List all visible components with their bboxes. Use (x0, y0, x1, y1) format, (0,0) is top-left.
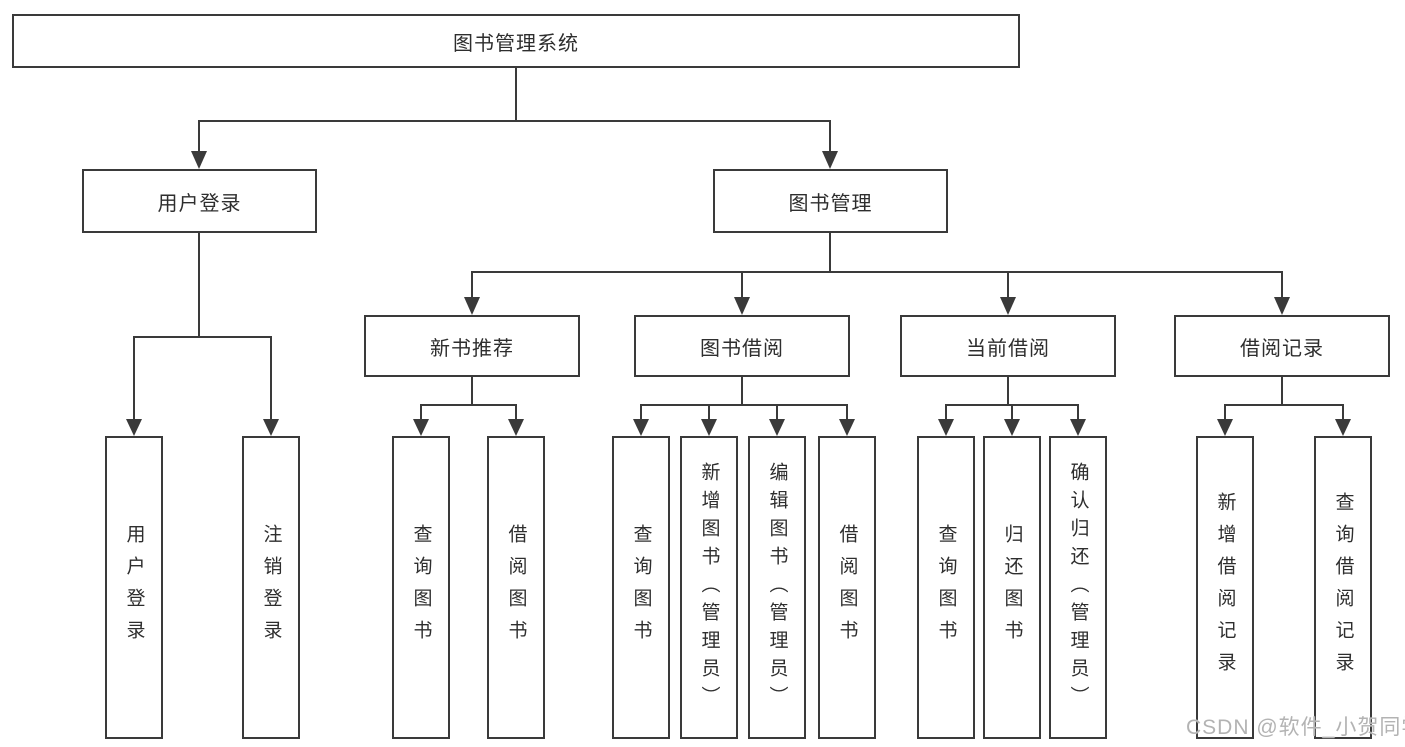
arrowheads (126, 151, 1351, 436)
leaf-add-book-admin: 新增图书（管理员） (680, 436, 738, 739)
leaf-edit-book-admin: 编辑图书（管理员） (748, 436, 806, 739)
connector-group (133, 68, 1344, 420)
leaf-borrow-books-recommend: 借阅图书 (487, 436, 545, 739)
node-book-management: 图书管理 (713, 169, 948, 233)
leaf-borrow-books-borrow: 借阅图书 (818, 436, 876, 739)
leaf-return-book: 归还图书 (983, 436, 1041, 739)
node-user-login: 用户登录 (82, 169, 317, 233)
leaf-logout: 注销登录 (242, 436, 300, 739)
node-new-book-recommend: 新书推荐 (364, 315, 580, 377)
watermark: CSDN @软件_小贺同学 (1186, 716, 1405, 739)
leaf-confirm-return-admin: 确认归还（管理员） (1049, 436, 1107, 739)
leaf-user-login: 用户登录 (105, 436, 163, 739)
leaf-query-borrow-record: 查询借阅记录 (1314, 436, 1372, 739)
node-book-borrow: 图书借阅 (634, 315, 850, 377)
node-root: 图书管理系统 (12, 14, 1020, 68)
node-borrow-records: 借阅记录 (1174, 315, 1390, 377)
node-current-borrow: 当前借阅 (900, 315, 1116, 377)
leaf-add-borrow-record: 新增借阅记录 (1196, 436, 1254, 739)
leaf-query-books-recommend: 查询图书 (392, 436, 450, 739)
leaf-query-books-current: 查询图书 (917, 436, 975, 739)
leaf-query-books-borrow: 查询图书 (612, 436, 670, 739)
